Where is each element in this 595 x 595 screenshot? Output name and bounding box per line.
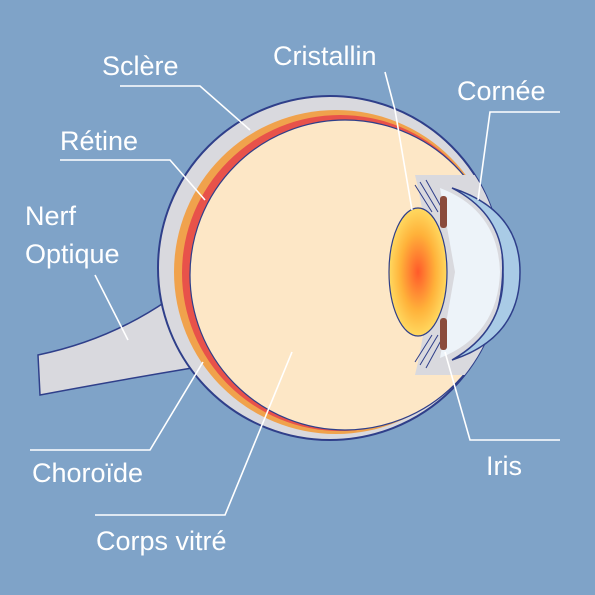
- leader-cristallin: [384, 71, 413, 211]
- leader-sclere: [120, 85, 251, 131]
- lens: [388, 207, 448, 337]
- label-sclere: Sclère: [102, 51, 179, 81]
- label-nerf-line2: Optique: [25, 239, 120, 269]
- label-cristallin: Cristallin: [273, 41, 377, 71]
- label-cornee: Cornée: [457, 76, 546, 106]
- leader-cornee: [477, 111, 560, 201]
- iris-upper: [440, 196, 447, 228]
- ciliary-lines: [414, 179, 445, 369]
- leader-iris: [444, 351, 560, 441]
- label-iris: Iris: [486, 451, 522, 481]
- leader-nerf: [94, 274, 129, 341]
- iris-lower: [440, 318, 447, 350]
- leader-choroide: [30, 361, 204, 451]
- cornea: [451, 187, 521, 361]
- label-corps-vitre: Corps vitré: [96, 526, 227, 556]
- label-choroide: Choroïde: [32, 458, 143, 488]
- leader-retine: [60, 159, 206, 201]
- label-retine: Rétine: [60, 126, 138, 156]
- leader-corps-vitre: [95, 351, 293, 516]
- label-nerf-line1: Nerf: [25, 201, 77, 231]
- anterior-chamber: [440, 188, 500, 358]
